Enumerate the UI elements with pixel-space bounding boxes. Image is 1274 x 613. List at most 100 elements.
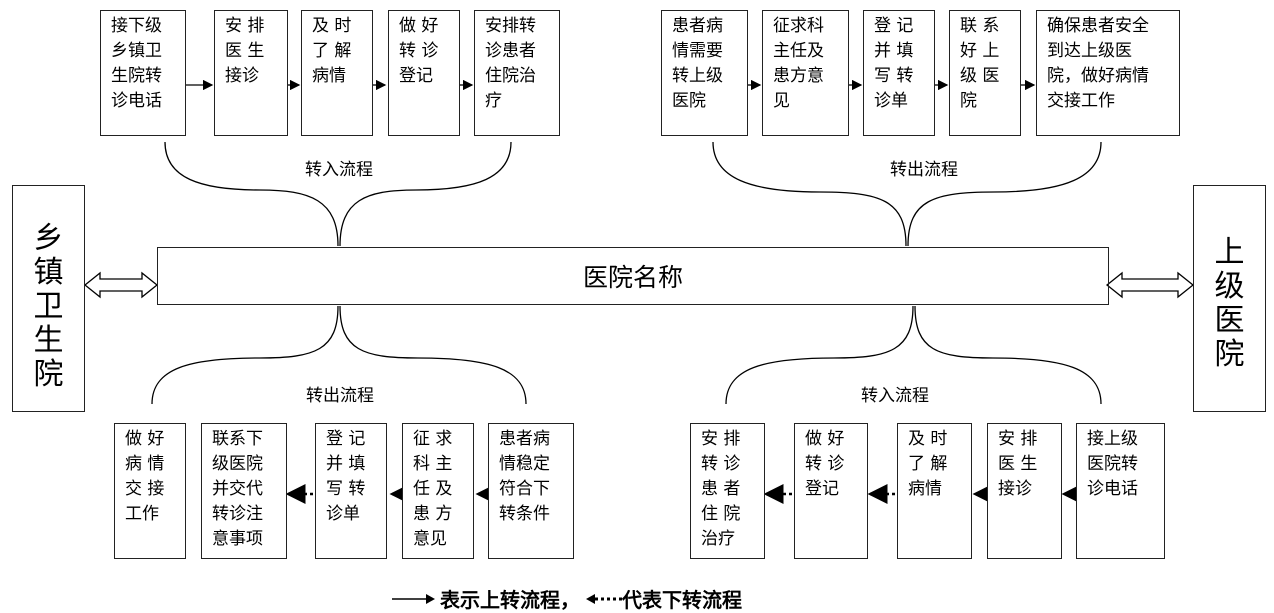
step-line: 接下级 [111, 16, 162, 36]
step-box: 做 好 转 诊 登记 [794, 423, 868, 559]
step-box: 安 排 转 诊 患 者 住 院 治疗 [690, 423, 765, 559]
step-line: 确保患者安全 [1047, 16, 1149, 36]
step-line: 患者病 [672, 16, 723, 36]
step-line: 安排转 [485, 16, 536, 36]
step-line: 疗 [485, 91, 502, 111]
step-box: 做 好 转 诊 登记 [388, 10, 460, 136]
step-line: 写 转 [874, 66, 914, 86]
step-line: 转条件 [499, 504, 550, 524]
step-line: 并 填 [326, 454, 366, 474]
step-line: 安 排 [225, 16, 265, 36]
step-line: 接诊 [998, 479, 1032, 499]
step-box: 联系下 级医院 并交代 转诊注 意事项 [201, 423, 287, 559]
label-top-right: 转出流程 [890, 160, 958, 180]
solid-arrow-icon [392, 593, 435, 604]
step-line: 做 好 [399, 16, 439, 36]
township-char: 乡 [33, 221, 64, 256]
brace-bottom-left [151, 305, 527, 405]
superior-char: 院 [1214, 337, 1245, 372]
step-line: 工作 [125, 504, 159, 524]
step-line: 院 [960, 91, 977, 111]
step-line: 联 系 [960, 16, 1000, 36]
double-arrow-right [1105, 271, 1195, 299]
step-line: 病 情 [125, 454, 165, 474]
step-line: 登 记 [874, 16, 914, 36]
step-box: 及 时 了 解 病情 [897, 423, 972, 559]
step-line: 情需要 [672, 41, 723, 61]
step-line: 联系下 [212, 429, 263, 449]
step-line: 做 好 [805, 429, 845, 449]
step-line: 级医院 [212, 454, 263, 474]
step-line: 写 转 [326, 479, 366, 499]
step-line: 及 时 [312, 16, 352, 36]
step-line: 科 主 [413, 454, 453, 474]
brace-bottom-right [725, 305, 1102, 405]
step-line: 诊单 [326, 504, 360, 524]
step-line: 登记 [805, 479, 839, 499]
step-line: 医 生 [998, 454, 1038, 474]
step-box: 患者病 情稳定 符合下 转条件 [488, 423, 574, 559]
step-line: 诊电话 [111, 91, 162, 111]
step-line: 见 [773, 91, 790, 111]
superior-hospital-box: 上 级 医 院 [1193, 185, 1266, 412]
legend-up-text: 表示上转流程， [440, 588, 580, 612]
step-line: 院，做好病情 [1047, 66, 1149, 86]
step-box: 接下级 乡镇卫 生院转 诊电话 [100, 10, 186, 136]
step-line: 好 上 [960, 41, 1000, 61]
superior-char: 级 [1214, 269, 1245, 304]
step-line: 病情 [312, 66, 346, 86]
dotted-arrow-icon [586, 593, 622, 604]
step-line: 了 解 [908, 454, 948, 474]
step-line: 主任及 [773, 41, 824, 61]
step-line: 诊电话 [1087, 479, 1138, 499]
step-line: 患 方 [413, 504, 453, 524]
step-line: 病情 [908, 479, 942, 499]
step-line: 住院治 [485, 66, 536, 86]
township-char: 生 [33, 323, 64, 358]
step-line: 征求科 [773, 16, 824, 36]
step-line: 并 填 [874, 41, 914, 61]
step-box: 安 排 医 生 接诊 [214, 10, 288, 136]
step-line: 登 记 [326, 429, 366, 449]
step-line: 符合下 [499, 479, 550, 499]
step-line: 征 求 [413, 429, 453, 449]
step-line: 患者病 [499, 429, 550, 449]
superior-char: 医 [1214, 303, 1245, 338]
step-line: 任 及 [413, 479, 453, 499]
label-bottom-left: 转出流程 [306, 386, 374, 406]
brace-top-right [712, 141, 1102, 247]
step-line: 到达上级医 [1047, 41, 1132, 61]
step-line: 并交代 [212, 479, 263, 499]
step-line: 患 者 [701, 479, 741, 499]
step-line: 级 医 [960, 66, 1000, 86]
step-line: 登记 [399, 66, 433, 86]
label-top-left: 转入流程 [305, 160, 373, 180]
step-line: 接上级 [1087, 429, 1138, 449]
township-char: 卫 [33, 289, 64, 324]
superior-char: 上 [1214, 235, 1245, 270]
double-arrow-left [83, 271, 159, 299]
township-char: 镇 [33, 255, 64, 290]
step-line: 情稳定 [499, 454, 550, 474]
step-line: 转 诊 [805, 454, 845, 474]
step-line: 做 好 [125, 429, 165, 449]
step-line: 了 解 [312, 41, 352, 61]
step-box: 联 系 好 上 级 医 院 [949, 10, 1021, 136]
township-hospital-box: 乡 镇 卫 生 院 [12, 185, 85, 412]
step-line: 转 诊 [399, 41, 439, 61]
step-line: 乡镇卫 [111, 41, 162, 61]
step-box: 登 记 并 填 写 转 诊单 [863, 10, 935, 136]
step-box: 确保患者安全 到达上级医 院，做好病情 交接工作 [1036, 10, 1180, 136]
step-line: 患方意 [773, 66, 824, 86]
step-line: 意见 [413, 529, 447, 549]
step-line: 医院 [672, 91, 706, 111]
step-line: 转 诊 [701, 454, 741, 474]
step-box: 做 好 病 情 交 接 工作 [114, 423, 186, 559]
step-line: 转上级 [672, 66, 723, 86]
step-line: 医 生 [225, 41, 265, 61]
step-box: 征 求 科 主 任 及 患 方 意见 [402, 423, 474, 559]
step-line: 住 院 [701, 504, 741, 524]
step-line: 及 时 [908, 429, 948, 449]
step-box: 接上级 医院转 诊电话 [1076, 423, 1165, 559]
